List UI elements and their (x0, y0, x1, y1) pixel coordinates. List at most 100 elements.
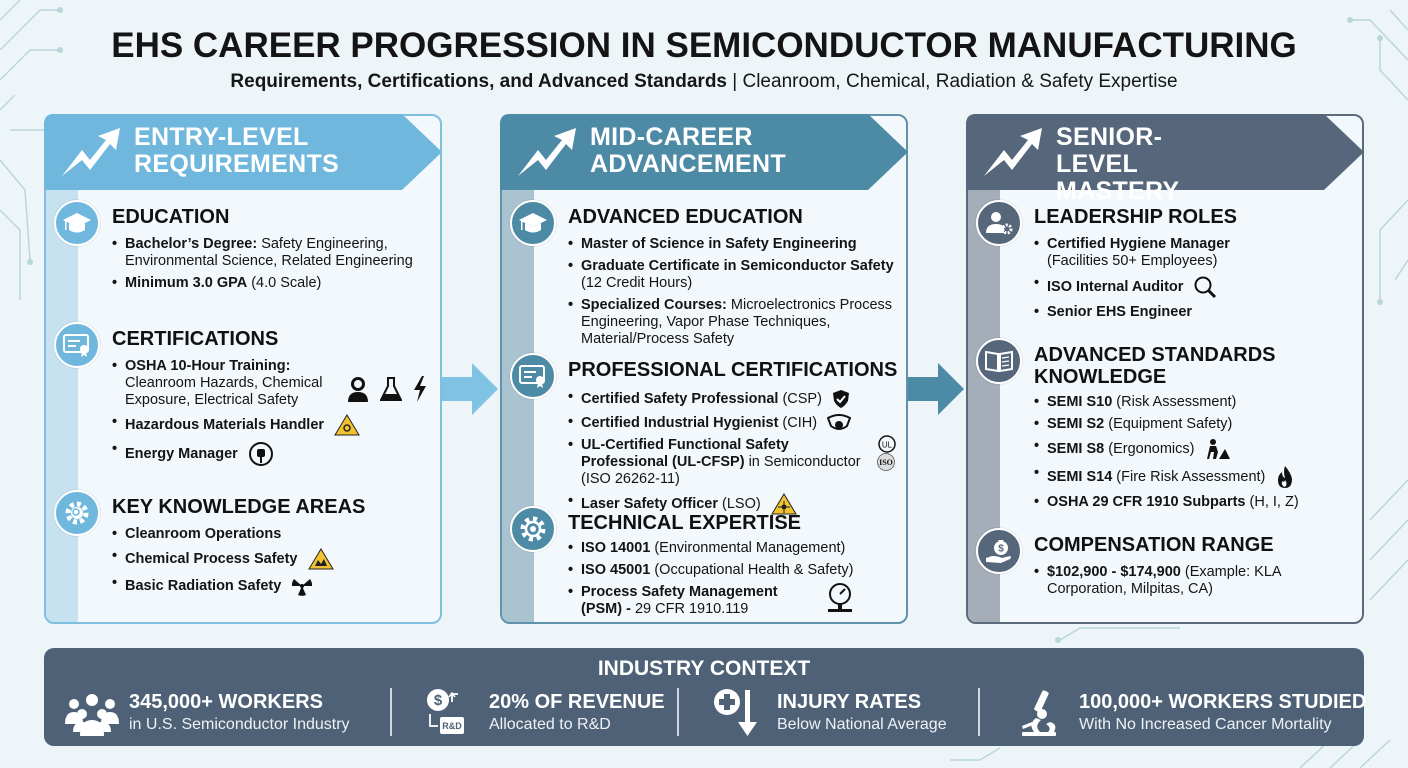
hazard-icon-group (340, 376, 428, 402)
industry-context-panel: INDUSTRY CONTEXT 345,000+ WORKERS in U.S… (44, 648, 1366, 746)
stat-subtext: With No Increased Cancer Mortality (1079, 716, 1332, 733)
svg-text:UL: UL (882, 441, 893, 450)
list-item: Certified Hygiene Manager (Facilities 50… (1034, 236, 1254, 270)
worker-shoveling-icon (1206, 439, 1230, 459)
section-title: PROFESSIONAL CERTIFICATIONS (568, 359, 898, 381)
list-item: Certified Industrial Hygienist (CIH) (568, 414, 898, 432)
list-item: Energy Manager (112, 441, 432, 467)
page-subtitle: Requirements, Certifications, and Advanc… (0, 71, 1408, 93)
section-title: ADVANCED STANDARDS KNOWLEDGE (1034, 344, 1276, 388)
stat-workers: 345,000+ WORKERS in U.S. Semiconductor I… (64, 688, 384, 738)
health-down-arrow-icon (714, 689, 757, 736)
ul-mark-icon: UL (878, 435, 896, 453)
radiation-icon (292, 579, 313, 596)
certificate-icon (510, 353, 556, 399)
section-title: KEY KNOWLEDGE AREAS (112, 496, 366, 518)
cleanroom-suit-icon (347, 377, 368, 402)
list-item: ISO Internal Auditor (1034, 275, 1254, 299)
chemical-warning-icon (307, 548, 334, 570)
divider (390, 688, 392, 736)
graduation-cap-icon (54, 200, 100, 246)
shield-check-icon (832, 390, 849, 408)
list-item: Hazardous Materials Handler (112, 414, 432, 436)
gear-icon (510, 506, 556, 552)
list-item: ISO 45001 (Occupational Health & Safety) (568, 562, 898, 579)
stat-injury-rates: INJURY RATES Below National Average (712, 688, 972, 738)
divider (677, 688, 679, 736)
trending-up-arrow-icon (518, 128, 576, 176)
list-item: OSHA 29 CFR 1910 Subparts (H, I, Z) (1034, 494, 1354, 511)
list-item: SEMI S8 (Ergonomics) (1034, 438, 1354, 460)
banner-line-1: MID-CAREER (590, 123, 753, 151)
trending-up-arrow-icon (984, 128, 1042, 176)
list-item: Graduate Certificate in Semiconductor Sa… (568, 258, 898, 292)
stat-workers-studied: 100,000+ WORKERS STUDIED With No Increas… (1014, 688, 1366, 738)
user-gear-icon (976, 200, 1022, 246)
rnd-label: R&D (442, 721, 462, 731)
list-item: Bachelor’s Degree: Safety Engineering, E… (112, 236, 432, 270)
list-item: Basic Radiation Safety (112, 575, 432, 597)
gear-search-icon (54, 490, 100, 536)
stat-subtext: Below National Average (777, 716, 947, 733)
laser-warning-icon (770, 493, 797, 515)
money-bag-hand-icon: $ (976, 528, 1022, 574)
stat-subtext: Allocated to R&D (489, 716, 611, 733)
list-item: $102,900 - $174,900 (Example: KLA Corpor… (1034, 564, 1344, 598)
stat-headline: 100,000+ WORKERS STUDIED (1079, 691, 1367, 713)
list-item: Laser Safety Officer (LSO) (568, 493, 898, 515)
banner-line-1: ENTRY-LEVEL (134, 123, 309, 151)
list-item: SEMI S14 (Fire Risk Assessment) (1034, 465, 1354, 489)
stat-subtext: in U.S. Semiconductor Industry (129, 716, 350, 733)
section-title: COMPENSATION RANGE (1034, 534, 1274, 556)
microscope-icon (1022, 690, 1056, 736)
stat-headline: 345,000+ WORKERS (129, 691, 323, 713)
respirator-mask-icon (827, 414, 852, 430)
svg-text:$: $ (434, 692, 443, 709)
svg-text:$: $ (998, 544, 1004, 555)
flow-arrow-2 (908, 363, 964, 415)
magnifier-icon (1194, 276, 1217, 299)
subtitle-rest: | Cleanroom, Chemical, Radiation & Safet… (727, 71, 1178, 92)
dollar-rnd-icon: $ R&D (427, 689, 464, 734)
section-title: CERTIFICATIONS (112, 328, 279, 350)
stat-headline: 20% OF REVENUE (489, 691, 665, 713)
list-item: Process Safety Management (PSM) - 29 CFR… (568, 583, 898, 618)
power-plug-icon (248, 442, 273, 466)
banner-line-1: SENIOR-LEVEL (1056, 123, 1163, 178)
people-group-icon (65, 694, 119, 736)
list-item: OSHA 10-Hour Training: Cleanroom Hazards… (112, 358, 432, 409)
biohazard-warning-icon (334, 414, 360, 436)
banner-line-2: ADVANCEMENT (590, 150, 786, 178)
list-item: Senior EHS Engineer (1034, 304, 1254, 321)
list-item: Cleanroom Operations (112, 526, 432, 543)
flask-icon (379, 377, 402, 401)
subtitle-bold: Requirements, Certifications, and Advanc… (230, 71, 727, 92)
list-item: SEMI S10 (Risk Assessment) (1034, 394, 1354, 411)
list-item: Master of Science in Safety Engineering (568, 236, 898, 253)
stat-revenue: $ R&D 20% OF REVENUE Allocated to R&D (424, 688, 684, 738)
book-icon (976, 338, 1022, 384)
banner-line-2: REQUIREMENTS (134, 150, 340, 178)
page-title: EHS CAREER PROGRESSION IN SEMICONDUCTOR … (111, 26, 1297, 65)
list-item: ISO 14001 (Environmental Management) (568, 540, 898, 557)
list-item: Minimum 3.0 GPA (4.0 Scale) (112, 275, 432, 292)
certificate-icon (54, 322, 100, 368)
section-title: TECHNICAL EXPERTISE (568, 512, 801, 534)
lightning-bolt-icon (414, 376, 426, 402)
list-item: Certified Safety Professional (CSP) (568, 389, 898, 409)
section-title: LEADERSHIP ROLES (1034, 206, 1237, 228)
list-item: Specialized Courses: Microelectronics Pr… (568, 297, 898, 348)
section-title: ADVANCED EDUCATION (568, 206, 803, 228)
stat-headline: INJURY RATES (777, 691, 922, 713)
context-title: INDUSTRY CONTEXT (597, 657, 811, 680)
trending-up-arrow-icon (62, 128, 120, 176)
list-item: UL-Certified Functional Safety Professio… (568, 435, 898, 488)
list-item: SEMI S2 (Equipment Safety) (1034, 416, 1354, 433)
banner-line-2: MASTERY (1056, 177, 1180, 205)
pressure-gauge-icon (828, 583, 852, 612)
list-item: Chemical Process Safety (112, 548, 432, 570)
flow-arrow-1 (442, 363, 498, 415)
